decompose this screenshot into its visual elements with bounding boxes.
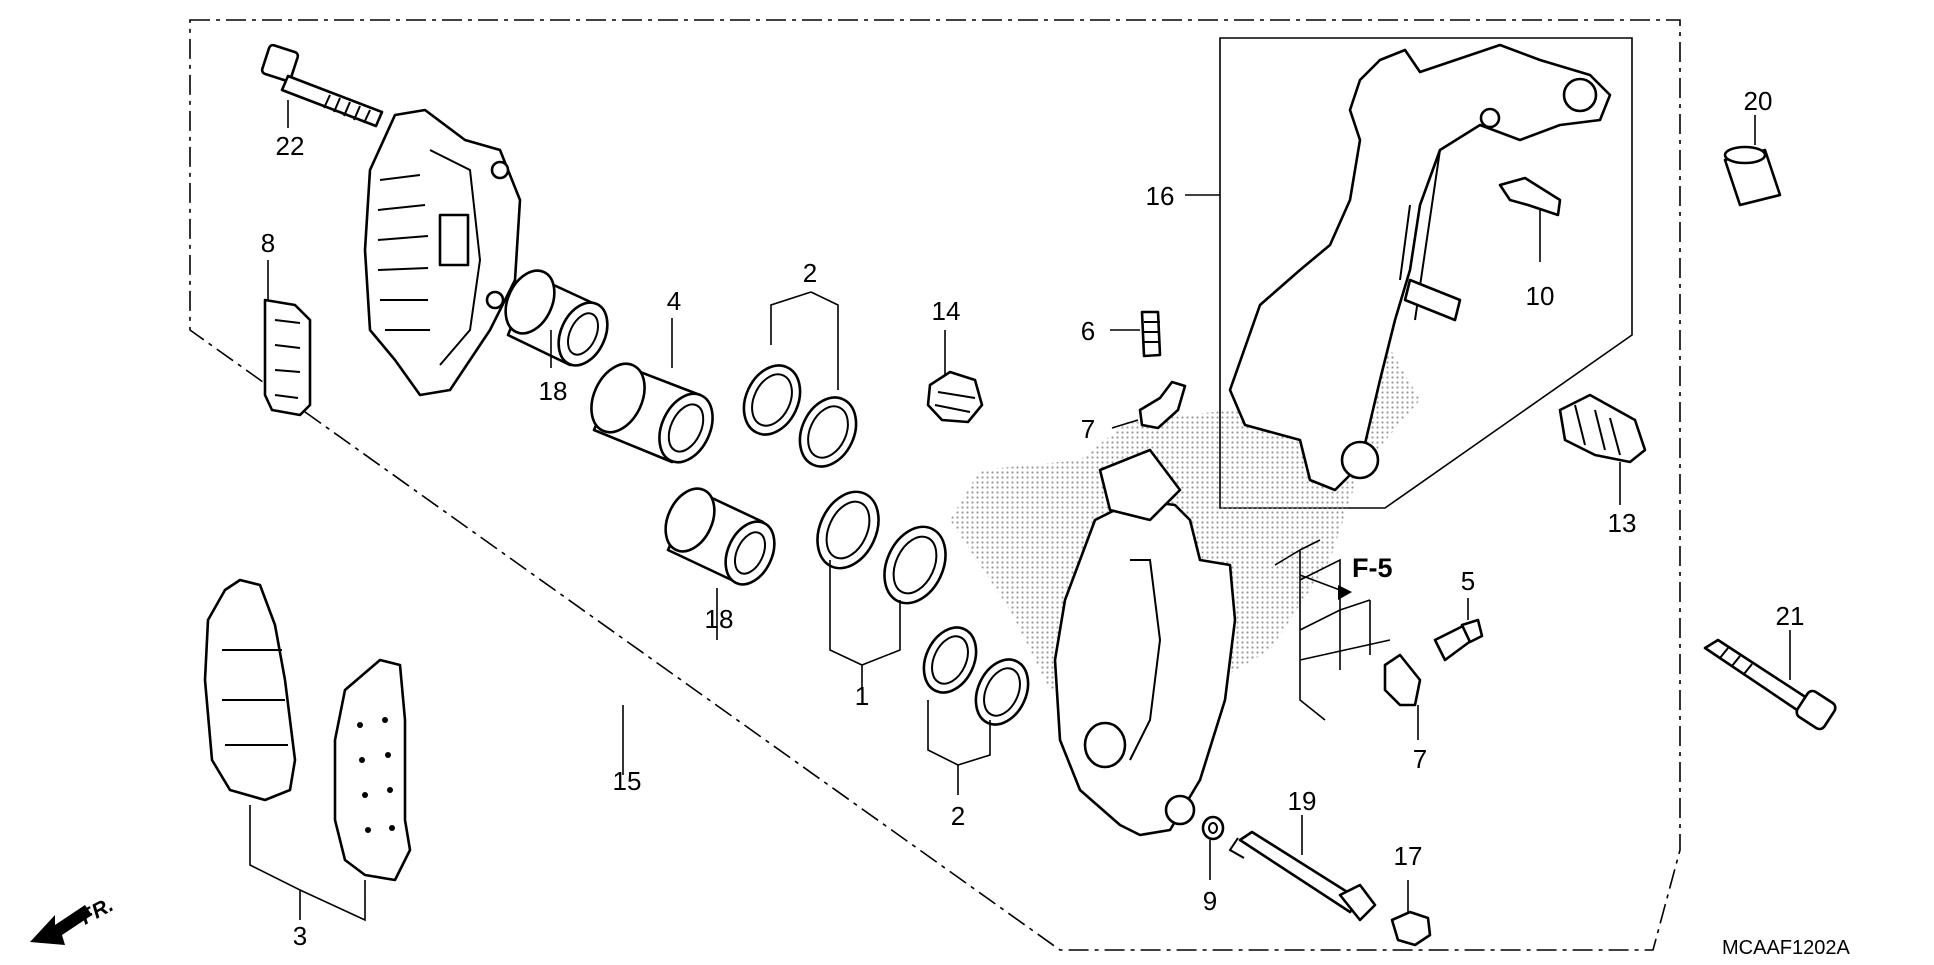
pin-13-icon[interactable] — [1558, 393, 1647, 464]
caliper-inner-body-icon — [1053, 448, 1237, 837]
callout-18-upper: 18 — [539, 376, 568, 406]
callout-13: 13 — [1608, 508, 1637, 538]
callout-10: 10 — [1526, 281, 1555, 311]
callout-1: 1 — [855, 681, 869, 711]
brake-pad-3-b-icon[interactable] — [333, 658, 412, 882]
bleeder-5-icon[interactable] — [1433, 618, 1484, 662]
callout-22: 22 — [276, 131, 305, 161]
caliper-outer-half-icon — [363, 108, 522, 397]
diagram-code: MCAAF1202A — [1722, 937, 1850, 959]
callout-9: 9 — [1203, 886, 1217, 916]
callout-7-upper: 7 — [1081, 414, 1095, 444]
pad-spring-8-icon[interactable] — [263, 298, 312, 417]
section-ref-label: F-5 — [1352, 553, 1393, 583]
front-direction-label: FR. — [77, 893, 118, 929]
washer-9-icon[interactable] — [1201, 815, 1225, 841]
callout-3: 3 — [293, 921, 307, 951]
callout-5: 5 — [1461, 566, 1475, 596]
seal-ring-2-lower-b-icon[interactable] — [966, 651, 1038, 733]
callout-2-lower: 2 — [951, 801, 965, 831]
cap-20-icon[interactable] — [1723, 145, 1782, 207]
caliper-bracket-16-icon — [1228, 43, 1612, 492]
callout-15: 15 — [613, 766, 642, 796]
callout-8: 8 — [261, 228, 275, 258]
bracket-7-lower-icon[interactable] — [1383, 653, 1422, 707]
callout-19: 19 — [1288, 786, 1317, 816]
callout-7-lower: 7 — [1413, 744, 1427, 774]
brake-pad-3-a-icon[interactable] — [203, 578, 297, 802]
callout-21: 21 — [1776, 601, 1805, 631]
caliper-assembly-boundary — [189, 19, 1681, 951]
pin-19-icon[interactable] — [1228, 830, 1377, 922]
collar-18-lower-icon[interactable] — [656, 481, 784, 592]
section-ref-arrow — [1299, 558, 1352, 670]
seal-ring-2-lower-a-icon[interactable] — [914, 619, 986, 701]
seal-ring-2-upper-a-icon[interactable] — [733, 356, 811, 443]
callout-2-upper: 2 — [803, 258, 817, 288]
piston-1-a-icon[interactable] — [806, 482, 891, 578]
bracket-7-upper-icon[interactable] — [1138, 380, 1187, 430]
callout-20: 20 — [1744, 86, 1773, 116]
callout-16: 16 — [1146, 181, 1175, 211]
collar-18-upper-icon[interactable] — [496, 263, 617, 373]
clip-10-icon[interactable] — [1498, 176, 1562, 217]
bleeder-6-icon[interactable] — [1140, 310, 1162, 358]
bolt-22-icon[interactable] — [260, 43, 384, 128]
bolt-21-icon[interactable] — [1703, 638, 1838, 731]
leader-lines — [249, 100, 1791, 922]
seal-ring-2-upper-b-icon[interactable] — [789, 388, 867, 475]
plug-17-icon[interactable] — [1390, 910, 1432, 947]
callout-18-lower: 18 — [705, 604, 734, 634]
callout-14: 14 — [932, 296, 961, 326]
callout-17: 17 — [1394, 841, 1423, 871]
front-direction-arrow-icon — [30, 905, 92, 945]
callout-6: 6 — [1081, 316, 1095, 346]
piston-1-b-icon[interactable] — [873, 517, 958, 613]
collar-4-icon[interactable] — [581, 355, 723, 471]
boot-14-icon[interactable] — [926, 370, 984, 424]
callout-4: 4 — [667, 286, 681, 316]
